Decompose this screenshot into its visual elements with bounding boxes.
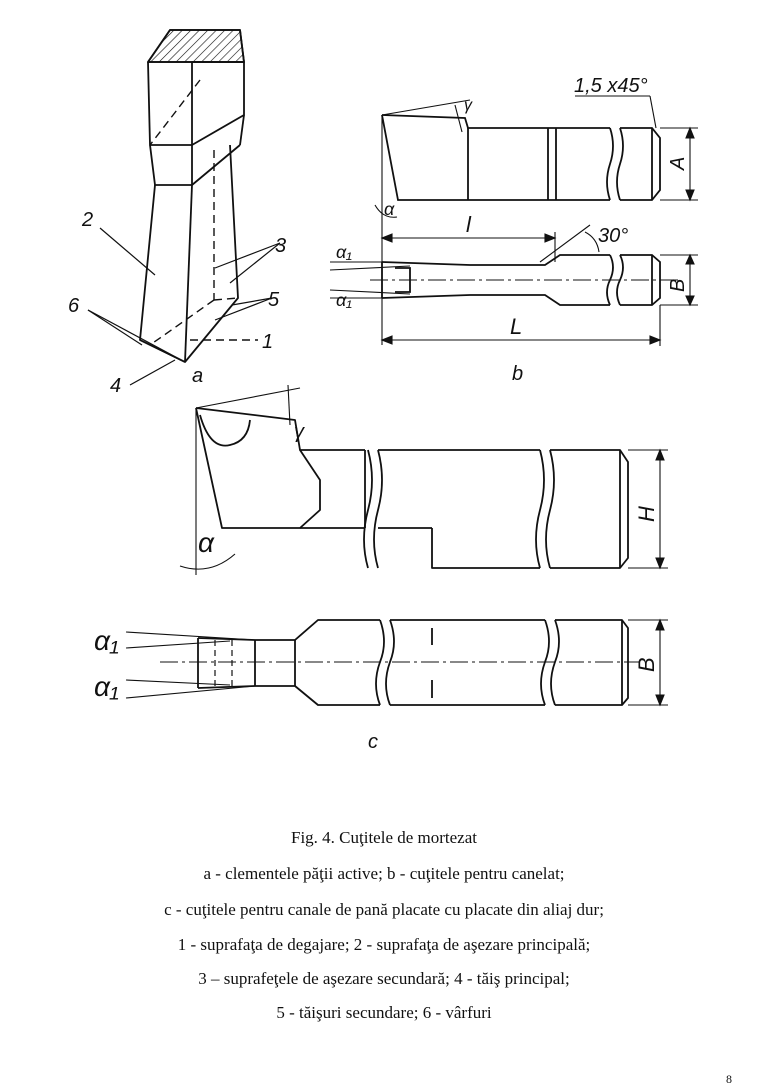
caption-line-4: 1 - suprafaţa de degajare; 2 - suprafaţa…	[177, 935, 591, 954]
dim-B-label: B	[667, 279, 689, 292]
angle-alpha1-top-label-c: α₁	[94, 625, 119, 656]
part-c-top-view	[160, 620, 640, 705]
dim-L-label: L	[510, 314, 522, 339]
part-a-isometric-tool	[88, 30, 280, 385]
angle-alpha-label: α	[384, 199, 395, 219]
dim-B-label-c: B	[634, 657, 659, 672]
callout-4: 4	[110, 375, 121, 397]
angle-30-label: 30°	[598, 225, 628, 247]
panel-label-b: b	[512, 363, 523, 385]
page-number: 8	[726, 1072, 732, 1086]
panel-label-a: a	[192, 365, 203, 387]
part-c-labels: H B α γ α₁ α₁ c	[94, 421, 659, 753]
angle-alpha1-bottom-label: α₁	[336, 290, 352, 310]
chamfer-label: 1,5 x45°	[574, 75, 648, 97]
callout-5: 5	[268, 289, 280, 311]
angle-alpha1-top-label: α₁	[336, 242, 352, 262]
callout-2: 2	[81, 209, 93, 231]
callout-1: 1	[262, 331, 273, 353]
dim-A-label: A	[667, 157, 689, 171]
callout-3: 3	[275, 235, 286, 257]
caption-line-1: Fig. 4. Cuţitele de mortezat	[290, 828, 477, 847]
part-c-top-dims	[126, 620, 668, 705]
callout-6: 6	[68, 295, 80, 317]
part-b-side-view	[382, 115, 660, 200]
angle-gamma-label: γ	[464, 97, 473, 114]
caption-line-2: a - clementele păţii active; b - cuţitel…	[203, 864, 565, 883]
part-b-top-dims	[330, 225, 698, 346]
part-b-side-dims	[375, 96, 698, 345]
part-a-labels: 2 3 6 5 1 4 a	[68, 209, 286, 397]
caption-line-3: c - cuţitele pentru canale de pană placa…	[164, 900, 604, 919]
angle-gamma-label-c: γ	[294, 421, 305, 443]
caption-line-5: 3 – suprafeţele de aşezare secundară; 4 …	[198, 969, 570, 988]
part-b-labels: 1,5 x45° 30° A B l L α γ α₁ α₁ b	[336, 75, 689, 385]
dim-l-label: l	[466, 212, 472, 237]
part-c-side-view	[196, 408, 628, 568]
technical-drawing: 2 3 6 5 1 4 a	[68, 0, 768, 753]
panel-label-c: c	[368, 731, 378, 753]
angle-alpha-label-c: α	[198, 527, 215, 558]
dim-H-label: H	[634, 506, 659, 522]
caption-line-6: 5 - tăişuri secundare; 6 - vârfuri	[276, 1003, 492, 1022]
part-c-side-dims	[180, 385, 668, 575]
angle-alpha1-bottom-label-c: α₁	[94, 671, 119, 702]
part-b-top-view	[370, 255, 680, 305]
